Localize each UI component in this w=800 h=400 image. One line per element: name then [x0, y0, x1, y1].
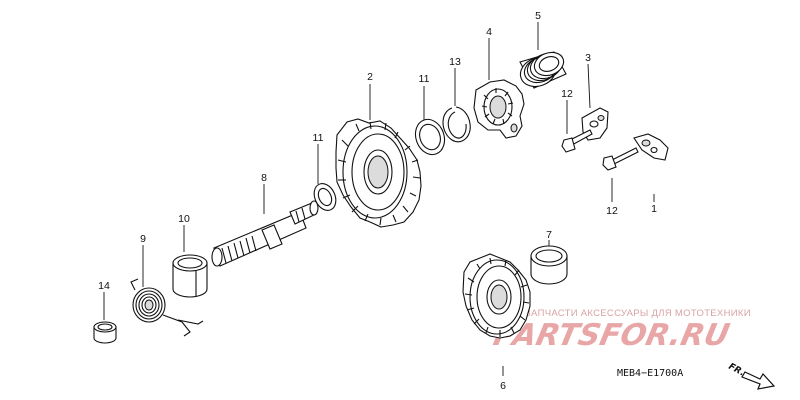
- part-11-thrust-washer-b[interactable]: [411, 115, 450, 158]
- callout-14: 14: [98, 280, 110, 292]
- callout-12-upper: 12: [561, 88, 573, 100]
- watermark-logo: PARTSFOR.RU: [490, 318, 732, 353]
- callout-2: 2: [367, 71, 373, 83]
- part-2-drive-gear[interactable]: [335, 118, 422, 228]
- part-13-circlip[interactable]: [442, 106, 471, 143]
- callout-12-lower: 12: [606, 205, 618, 217]
- part-4-ratchet[interactable]: [473, 79, 525, 139]
- diagram-code: MEB4−E1700A: [617, 368, 683, 379]
- part-5-ratchet-spring[interactable]: [516, 49, 567, 92]
- callout-4: 4: [486, 26, 492, 38]
- callout-11-lower: 11: [313, 132, 324, 144]
- callout-6: 6: [500, 380, 506, 392]
- watermark: ЗАПЧАСТИ АКСЕССУАРЫ ДЛЯ МОТОТЕХНИКИ PART…: [490, 308, 751, 353]
- callout-11-upper: 11: [419, 73, 430, 85]
- part-10-spindle-sleeve[interactable]: [172, 254, 208, 298]
- callout-10: 10: [178, 213, 190, 225]
- part-1-stopper-plate[interactable]: [633, 133, 669, 161]
- callout-7: 7: [546, 229, 552, 241]
- callout-1: 1: [651, 203, 657, 215]
- leader-lines: [103, 22, 655, 376]
- callout-8-upper: 8: [261, 172, 267, 184]
- callout-13: 13: [449, 56, 461, 68]
- callout-3: 3: [585, 52, 591, 64]
- watermark-logo-text: PARTSFOR.RU: [490, 318, 732, 353]
- part-11-thrust-washer-a[interactable]: [310, 180, 340, 214]
- part-12-bolt-b[interactable]: [602, 147, 639, 171]
- front-direction-arrow: FR.: [727, 362, 776, 390]
- part-12-bolt-a[interactable]: [561, 129, 593, 153]
- callouts: 2 11 13 4 5 3 12 1 12 11 8 10 9 14 7 6: [98, 10, 657, 392]
- part-8-kickstarter-spindle[interactable]: [211, 200, 319, 267]
- part-9-kick-spring[interactable]: [130, 278, 204, 337]
- part-7-bushing[interactable]: [530, 245, 568, 285]
- callout-9: 9: [140, 233, 146, 245]
- watermark-text: ЗАПЧАСТИ АКСЕССУАРЫ ДЛЯ МОТОТЕХНИКИ: [525, 308, 751, 319]
- arrow-icon: [741, 371, 776, 390]
- part-6-idle-gear[interactable]: [462, 253, 531, 339]
- part-14-collar[interactable]: [93, 321, 117, 344]
- callout-5: 5: [535, 10, 541, 22]
